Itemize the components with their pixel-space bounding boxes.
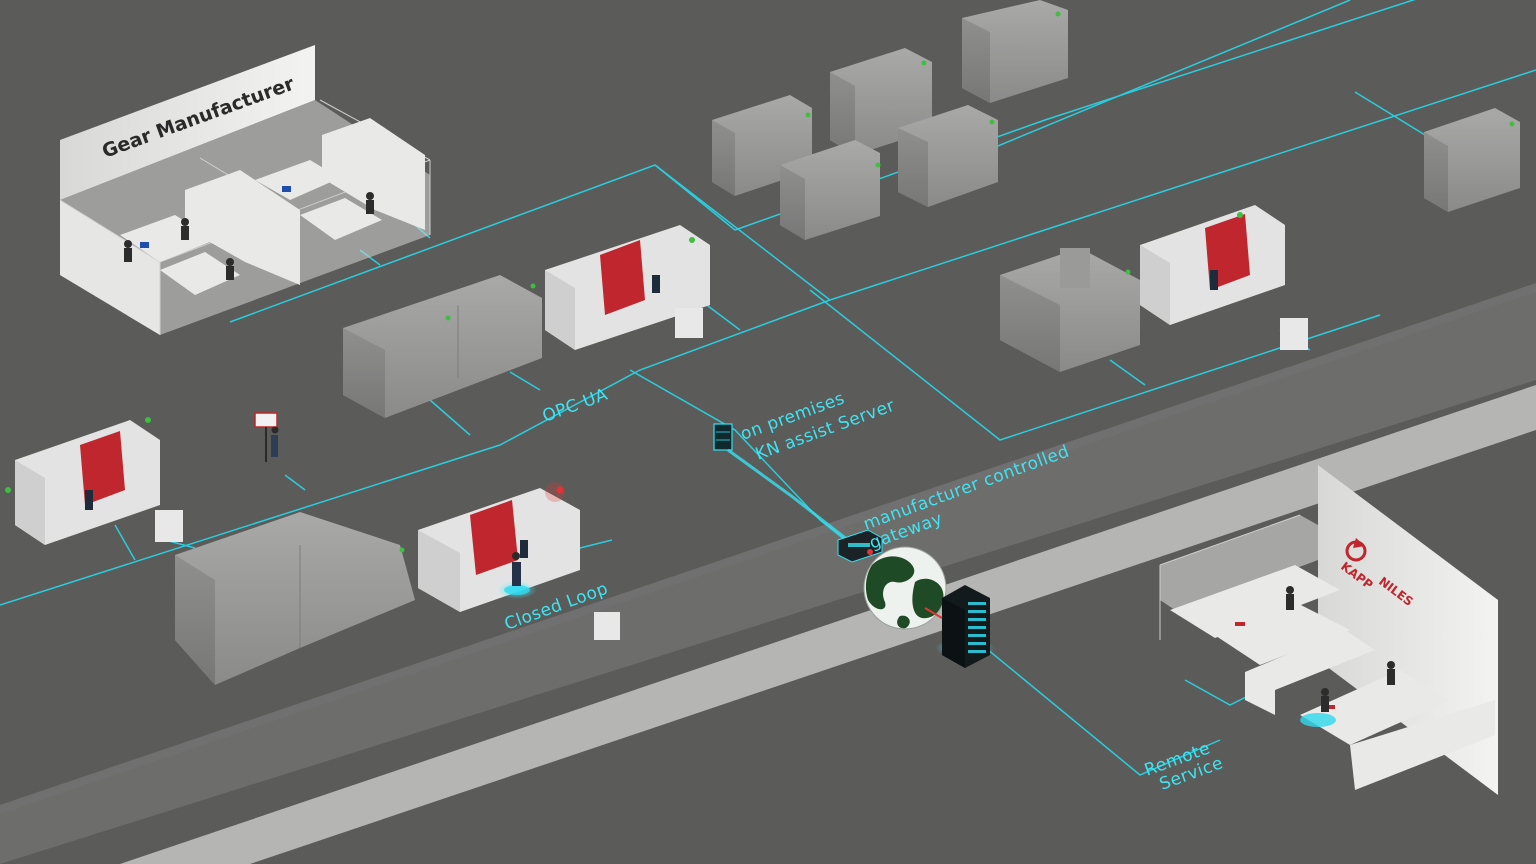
- ghost-machine-4: [780, 140, 880, 240]
- status-lights: [399, 11, 1515, 553]
- ghost-machine-9: [175, 512, 415, 685]
- grinding-machine-left: [5, 417, 183, 545]
- kapp-niles-office: [1159, 465, 1498, 795]
- road-light-strip: [120, 385, 1536, 864]
- on-premises-server-icon: [713, 423, 849, 542]
- globe-icon: [863, 546, 947, 630]
- info-stand: [254, 412, 279, 462]
- ghost-machine-5: [898, 105, 998, 207]
- ghost-machine-3: [962, 0, 1068, 103]
- ghost-machine-7: [343, 275, 542, 418]
- grinding-machine-right: [1140, 205, 1308, 350]
- grinding-machine-center: [418, 482, 620, 640]
- operator-figure-icon: [497, 552, 537, 599]
- road: [0, 290, 1536, 864]
- road-edge: [0, 283, 1536, 814]
- placeholder-machines: [175, 0, 1520, 685]
- kapp-niles-logo-icon: [1345, 538, 1367, 562]
- gear-manufacturer-office: [59, 45, 431, 335]
- grinding-machine-top: [545, 225, 710, 350]
- gateway-device-icon: [837, 529, 883, 563]
- server-rack-icon: [924, 585, 995, 668]
- ghost-machine-6: [1424, 108, 1520, 212]
- network-lines: [0, 0, 1536, 776]
- ghost-machine-8: [1000, 248, 1140, 372]
